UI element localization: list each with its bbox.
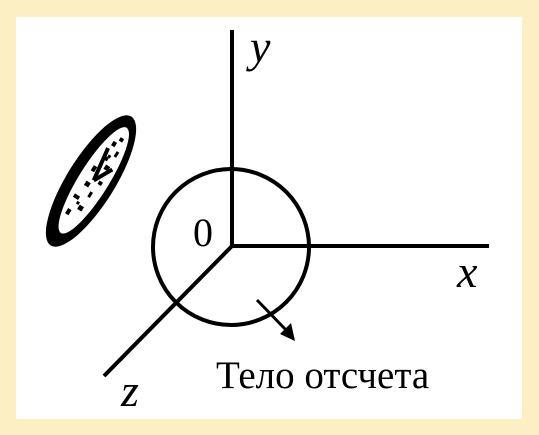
z-axis-label: z — [120, 365, 139, 416]
y-axis-label: y — [246, 21, 271, 72]
pointer-arrow-icon — [255, 298, 295, 341]
z-axis — [102, 243, 235, 378]
origin-label: 0 — [193, 210, 213, 255]
x-axis-label: x — [456, 246, 478, 297]
figure-panel — [16, 17, 522, 419]
reference-body-label: Тело отсчета — [216, 354, 429, 397]
reference-body-circle — [151, 167, 311, 327]
clock-icon — [45, 115, 137, 247]
